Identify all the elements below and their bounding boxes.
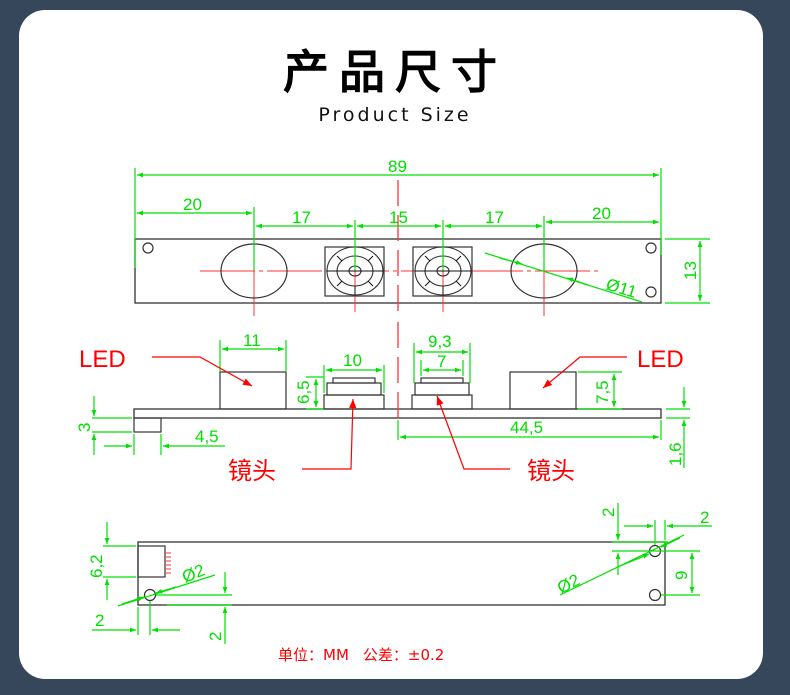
side-connector <box>133 417 162 433</box>
dim-connector-offset: 4,5 <box>195 427 219 446</box>
dim-hole-x-right: 2 <box>700 508 709 527</box>
dim-hole-x-left: 2 <box>95 611 104 630</box>
led-label-left: LED <box>79 346 126 373</box>
bottom-hole <box>648 588 662 602</box>
content-card <box>19 10 763 679</box>
page-title: 产品尺寸 <box>283 45 507 99</box>
dim-led-height: 7,5 <box>593 380 612 404</box>
lens-label-right: 镜头 <box>527 457 575 485</box>
dim-bottom-connector-height: 6,2 <box>87 554 106 578</box>
dim-spacing-center: 15 <box>389 208 408 227</box>
dim-board-thickness: 1,6 <box>666 442 685 466</box>
unit-value: MM <box>323 646 349 664</box>
footer-note: 单位：MM 公差：±0.2 <box>278 646 444 664</box>
dim-hole-y-left: 2 <box>206 632 225 641</box>
bottom-connector <box>137 545 166 578</box>
bottom-hole <box>143 588 157 602</box>
dim-hole-y-right: 2 <box>599 508 618 517</box>
unit-label: 单位： <box>278 646 323 664</box>
dim-half-length: 44,5 <box>510 418 543 437</box>
tolerance-value: ±0.2 <box>408 646 444 664</box>
lens-label-left: 镜头 <box>228 457 276 485</box>
dim-left-offset: 20 <box>183 195 202 214</box>
mount-hole <box>645 286 657 298</box>
led-label-right: LED <box>637 346 684 373</box>
connector-pins <box>166 552 171 574</box>
side-led-left <box>219 371 287 410</box>
dim-spacing-right: 17 <box>485 208 504 227</box>
dim-lens-inner-width: 7 <box>437 352 446 371</box>
dim-overall-width: 89 <box>388 157 407 176</box>
dim-led-width: 11 <box>243 331 261 350</box>
dim-lens-outer-width: 9,3 <box>428 332 452 351</box>
bottom-view: 6,2 Ø2 2 2 2 2 9 Ø2 <box>87 503 712 644</box>
side-lens-right <box>411 377 473 410</box>
side-lens-left <box>323 377 385 410</box>
dim-lens-height: 6,5 <box>294 380 313 404</box>
dim-hole-spacing: 9 <box>672 571 691 580</box>
side-view: 11 10 9,3 7 6,5 7,5 3 4,5 44,5 1,6 LED L… <box>75 322 690 485</box>
mount-hole <box>142 242 154 254</box>
dim-hole-diameter-left: Ø2 <box>179 561 207 587</box>
page-subtitle: Product Size <box>318 104 472 126</box>
mount-hole <box>645 242 657 254</box>
dim-height: 13 <box>681 261 700 280</box>
dim-spacing-left: 17 <box>292 208 311 227</box>
side-led-right <box>509 371 577 410</box>
dim-right-offset: 20 <box>592 204 611 223</box>
dim-led-diameter: Ø11 <box>604 275 639 302</box>
top-view: 89 20 17 15 17 20 13 Ø11 <box>134 157 710 320</box>
dim-connector-height: 3 <box>75 423 94 432</box>
dim-hole-diameter-right: Ø2 <box>554 570 583 597</box>
tolerance-label: 公差： <box>363 646 408 664</box>
dim-lens-width: 10 <box>343 351 362 370</box>
